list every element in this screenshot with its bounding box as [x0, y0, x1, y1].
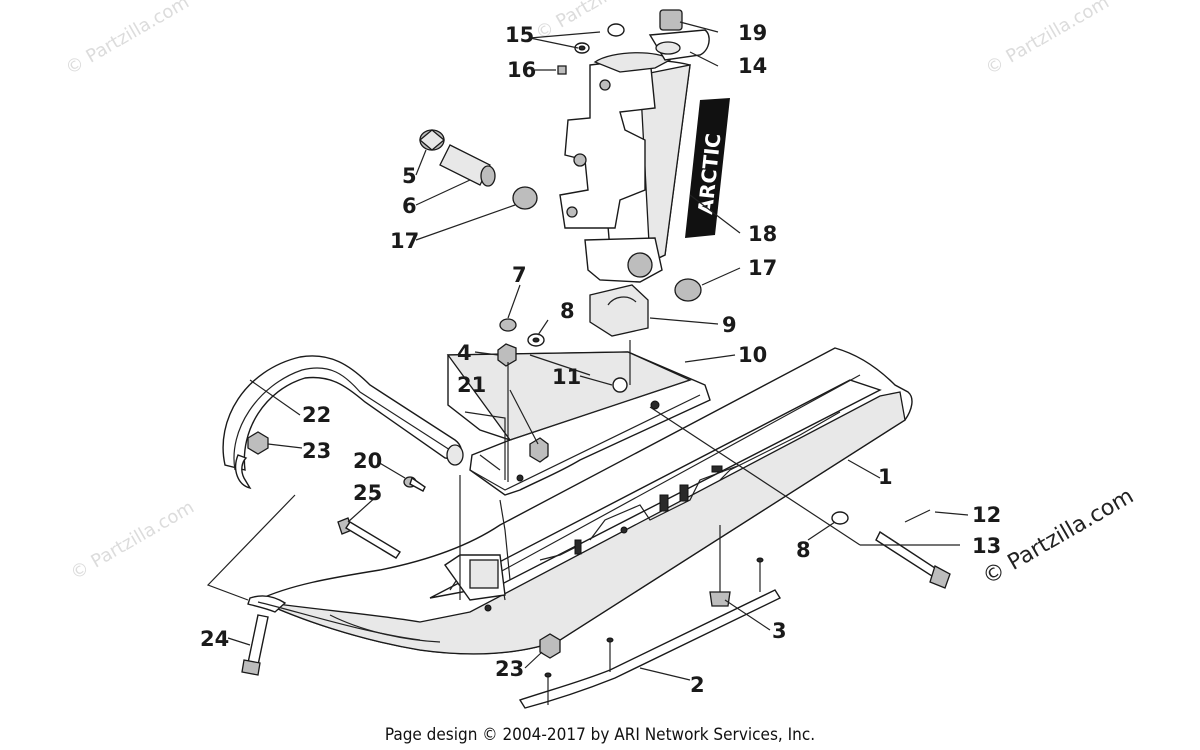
label-part-8-upper: 8: [560, 299, 575, 323]
label-part-15: 15: [505, 23, 534, 47]
label-part-17-right: 17: [748, 256, 777, 280]
washer-8: [527, 333, 545, 347]
label-part-7: 7: [512, 263, 527, 287]
label-part-23-lower: 23: [495, 657, 524, 681]
nut-21: [529, 437, 549, 463]
spindle-assembly: ARCTIC: [559, 9, 730, 283]
bushing-17-left: [512, 186, 538, 210]
label-part-4: 4: [457, 341, 472, 365]
label-part-18: 18: [748, 222, 777, 246]
label-part-23-upper: 23: [302, 439, 331, 463]
label-part-11: 11: [552, 365, 581, 389]
label-part-16: 16: [507, 58, 536, 82]
nut-7: [499, 318, 517, 332]
bushing-17-right: [674, 278, 702, 302]
page-footer: Page design © 2004-2017 by ARI Network S…: [385, 725, 815, 745]
label-part-21: 21: [457, 373, 486, 397]
nut-23-upper: [247, 431, 269, 455]
label-part-8-lower: 8: [796, 538, 811, 562]
ski-body: [247, 347, 913, 655]
watermark-top-center: © Partzilla.com: [532, 0, 663, 44]
watermark-main: © Partzilla.com: [979, 484, 1139, 591]
watermark-top-left: © Partzilla.com: [62, 0, 193, 79]
label-part-12: 12: [972, 503, 1001, 527]
label-part-24: 24: [200, 627, 229, 651]
bolt-13: [875, 530, 951, 589]
label-part-5: 5: [402, 164, 417, 188]
label-part-25: 25: [353, 481, 382, 505]
washer-15: [574, 23, 625, 54]
label-part-6: 6: [402, 194, 417, 218]
label-part-3: 3: [772, 619, 787, 643]
ski-loop-handle: [222, 355, 464, 490]
part-number-labels: 1 2 3 4 5 6 7 8 8 9 10 11 12 13 14 15 16…: [200, 21, 1001, 697]
nut-23-lower: [539, 633, 561, 659]
label-part-20: 20: [353, 449, 382, 473]
wear-block-9: [589, 284, 649, 337]
washer-8-lower: [831, 511, 849, 525]
cotter-pin-12: [904, 509, 931, 523]
watermark-top-right: © Partzilla.com: [982, 0, 1113, 79]
bushing-5: [418, 129, 446, 151]
label-part-10: 10: [738, 343, 767, 367]
grease-fitting-16: [557, 65, 567, 75]
pivot-tube-6: [439, 144, 496, 187]
bolt-25: [337, 517, 401, 559]
bolt-24: [241, 614, 269, 676]
nut-4: [497, 343, 517, 367]
bolt-20: [403, 476, 426, 492]
label-part-2: 2: [690, 673, 705, 697]
leader-lines: [206, 21, 969, 681]
label-part-14: 14: [738, 54, 767, 78]
watermark-bottom-left: © Partzilla.com: [67, 497, 198, 585]
stud-3: [709, 575, 731, 607]
label-part-19: 19: [738, 21, 767, 45]
label-part-17-left: 17: [390, 229, 419, 253]
label-part-9: 9: [722, 313, 737, 337]
carbide-runner-2: [518, 557, 782, 709]
label-part-13: 13: [972, 534, 1001, 558]
label-part-22: 22: [302, 403, 331, 427]
label-part-1: 1: [878, 465, 893, 489]
